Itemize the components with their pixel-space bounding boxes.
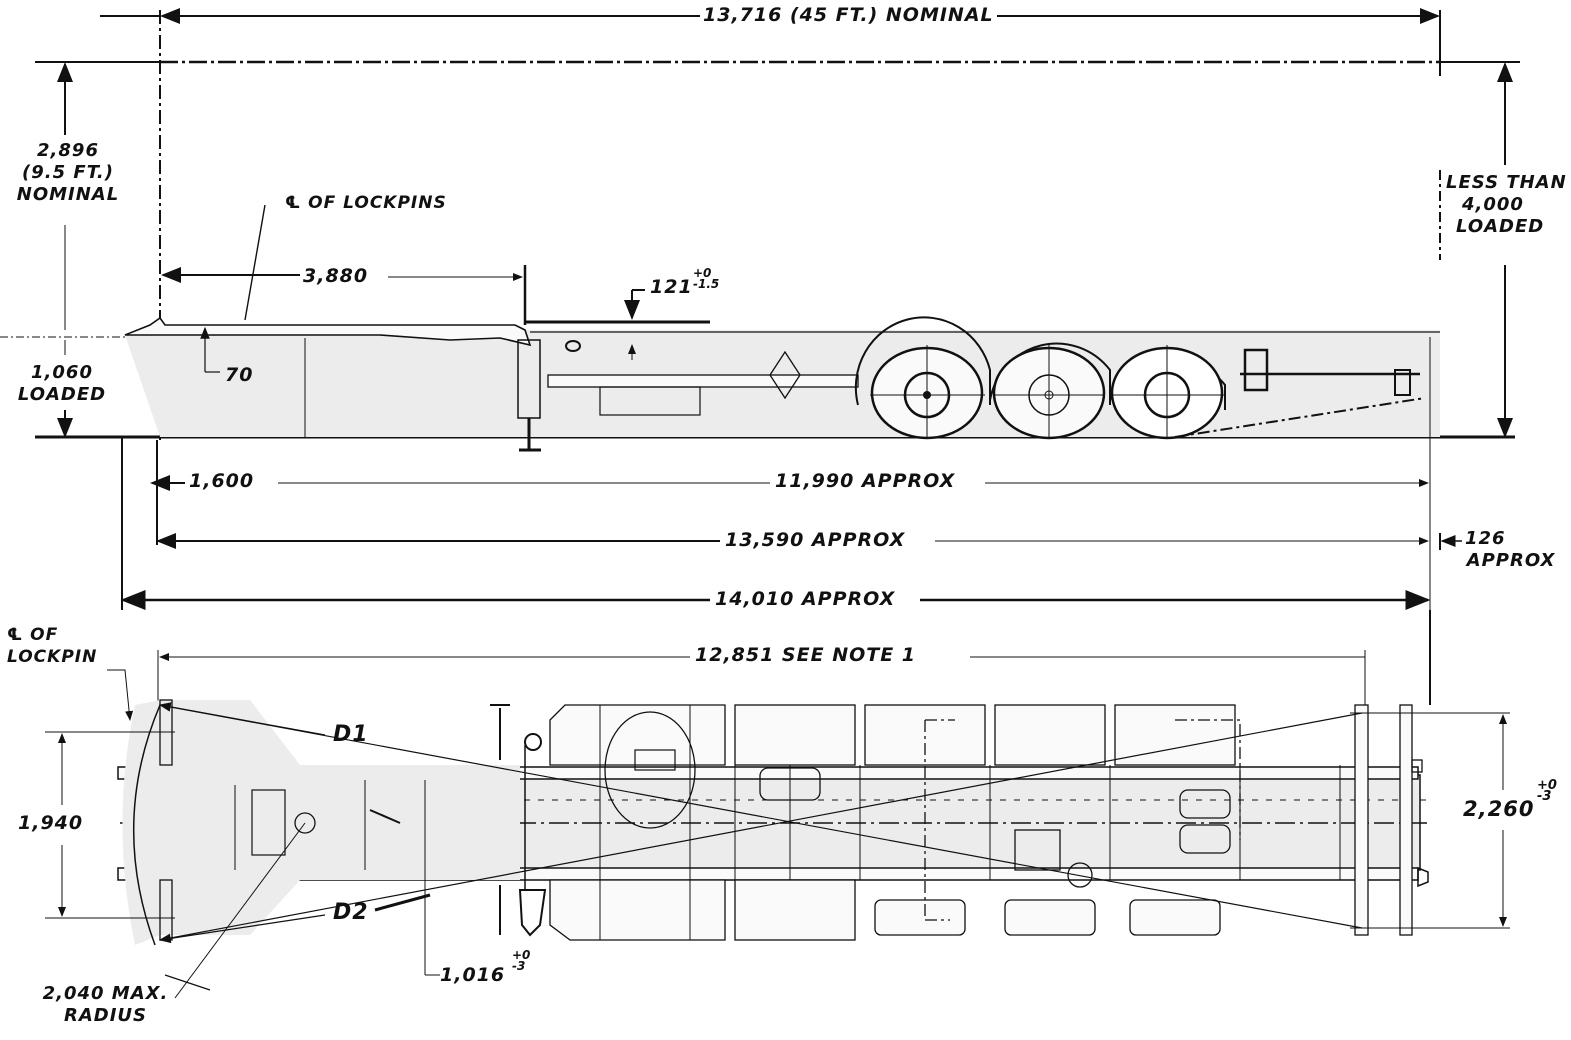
gooseneck-height-value: 121: [650, 276, 693, 298]
lockpin-plan-line1: ℄ OF: [7, 625, 59, 645]
container-height-value: 2,896: [37, 140, 99, 161]
overall-chassis-length-label: 14,010 APPROX: [712, 588, 899, 610]
diagonal-d2-label: D2: [333, 900, 369, 925]
side-view: [0, 8, 1520, 610]
deck-height-value: 1,060: [31, 362, 93, 383]
rear-bolster: [1354, 704, 1369, 936]
lockpin-to-gooseneck-label: 3,880: [300, 265, 372, 287]
upper-panels: [549, 704, 1236, 766]
kingpin-setback-label: 1,600: [186, 470, 258, 492]
rear-lockpin-width-tolerance: +0 -3: [1537, 778, 1557, 804]
kingpin-to-rear-label: 11,990 APPROX: [772, 470, 959, 492]
lockpin-plan-leader: [107, 669, 134, 721]
rear-bumper: [1399, 704, 1413, 936]
d1-arrow: [158, 702, 326, 736]
lockpin-plan-line2: LOCKPIN: [7, 647, 98, 667]
landing-gear-plan: [490, 704, 547, 937]
frame-member: [369, 809, 401, 824]
swing-radius-note: RADIUS: [63, 1005, 147, 1026]
diamond-plate: [769, 350, 801, 400]
d2-arrow: [158, 914, 326, 944]
swing-radius-value: 2,040 MAX.: [42, 983, 169, 1004]
rear-overhang-label: 126 APPROX: [1462, 528, 1560, 572]
overall-height-line1: LESS THAN: [1446, 172, 1567, 193]
swing-radius-line: [174, 822, 306, 999]
suspension-valve: [1014, 829, 1061, 871]
rear-lockpin-top: [1411, 759, 1423, 773]
kingpin-offset-tolerance: +0 -3: [512, 948, 531, 973]
departure-angle-line: [1174, 397, 1426, 438]
gooseneck-drop-label: 70: [225, 364, 254, 386]
overall-height-note: LOADED: [1456, 216, 1545, 237]
rear-light-bracket: [1243, 348, 1269, 392]
container-height-note: NOMINAL: [16, 184, 120, 205]
gooseneck-rail: [124, 316, 532, 347]
tolerance-minus: -1.5: [693, 277, 720, 291]
spare-tire-outline: [604, 711, 696, 829]
diagonal-d2: [159, 712, 1363, 941]
lower-panels: [549, 879, 1221, 941]
gooseneck-height-label: 121: [647, 276, 696, 298]
main-frame-beam: [547, 374, 859, 388]
lockpin-leader: [244, 204, 266, 321]
d2-leader: [374, 893, 431, 912]
wheel-3: [1109, 345, 1226, 440]
swing-radius-label: 2,040 MAX. RADIUS: [20, 983, 191, 1027]
lockpin-plan-label: ℄ OF LOCKPIN: [4, 624, 100, 668]
rear-overhang-value: 126: [1465, 528, 1506, 549]
container-height-feet: (9.5 FT.): [22, 162, 114, 183]
lockpin-spacing-label: 12,851 SEE NOTE 1: [692, 644, 920, 666]
spare-carrier: [634, 749, 676, 771]
overall-height-value: 4,000: [1462, 194, 1524, 215]
lockpins-centerline-label: ℄ OF LOCKPINS: [285, 193, 447, 213]
air-tank-rear: [1179, 789, 1231, 819]
wheel-2: [989, 342, 1111, 440]
kingpin-plate: [251, 789, 286, 856]
plan-view: [45, 610, 1510, 999]
tolerance-plus: +0: [693, 266, 712, 280]
rear-lockpin-bottom: [1417, 866, 1429, 888]
rear-bumper-bracket: [1394, 369, 1411, 396]
swing-radius-arc: [133, 704, 161, 946]
tolerance-minus: -3: [512, 959, 526, 973]
wheel-1: [854, 316, 991, 440]
kingpin-offset-label: 1,016: [440, 964, 506, 986]
rear-lockpin-width-label: 2,260: [1463, 797, 1535, 821]
diagonal-d1-label: D1: [333, 722, 369, 747]
container-height-label: 2,896 (9.5 FT.) NOMINAL: [10, 140, 126, 206]
tolerance-plus: +0: [1537, 778, 1557, 793]
deck-height-label: 1,060 LOADED: [5, 362, 119, 406]
front-lockpin-width-label: 1,940: [15, 812, 87, 834]
radius-tick: [164, 974, 211, 991]
gladhand: [565, 340, 581, 352]
deck-height-note: LOADED: [17, 384, 107, 405]
gooseneck-height-tolerance: +0 -1.5: [693, 266, 720, 291]
air-tank-rear-2: [1179, 824, 1231, 854]
axle-phantom-outline: [924, 719, 1241, 921]
kingpin-icon: [294, 812, 316, 834]
gooseneck-plan-fill: [122, 700, 520, 945]
cross-members: [599, 705, 1341, 940]
overall-height-label: LESS THAN 4,000 LOADED: [1443, 172, 1571, 238]
tolerance-plus: +0: [512, 948, 531, 962]
tolerance-minus: -3: [1537, 789, 1552, 804]
tool-box: [599, 386, 701, 416]
rear-overhang-note: APPROX: [1466, 550, 1556, 571]
diagonal-d1: [159, 704, 1363, 929]
frame-length-label: 13,590 APPROX: [722, 529, 909, 551]
brake-chamber: [1067, 862, 1093, 888]
overall-length-label: 13,716 (45 FT.) NOMINAL: [700, 4, 997, 26]
length-dimensions: [120, 437, 1462, 610]
